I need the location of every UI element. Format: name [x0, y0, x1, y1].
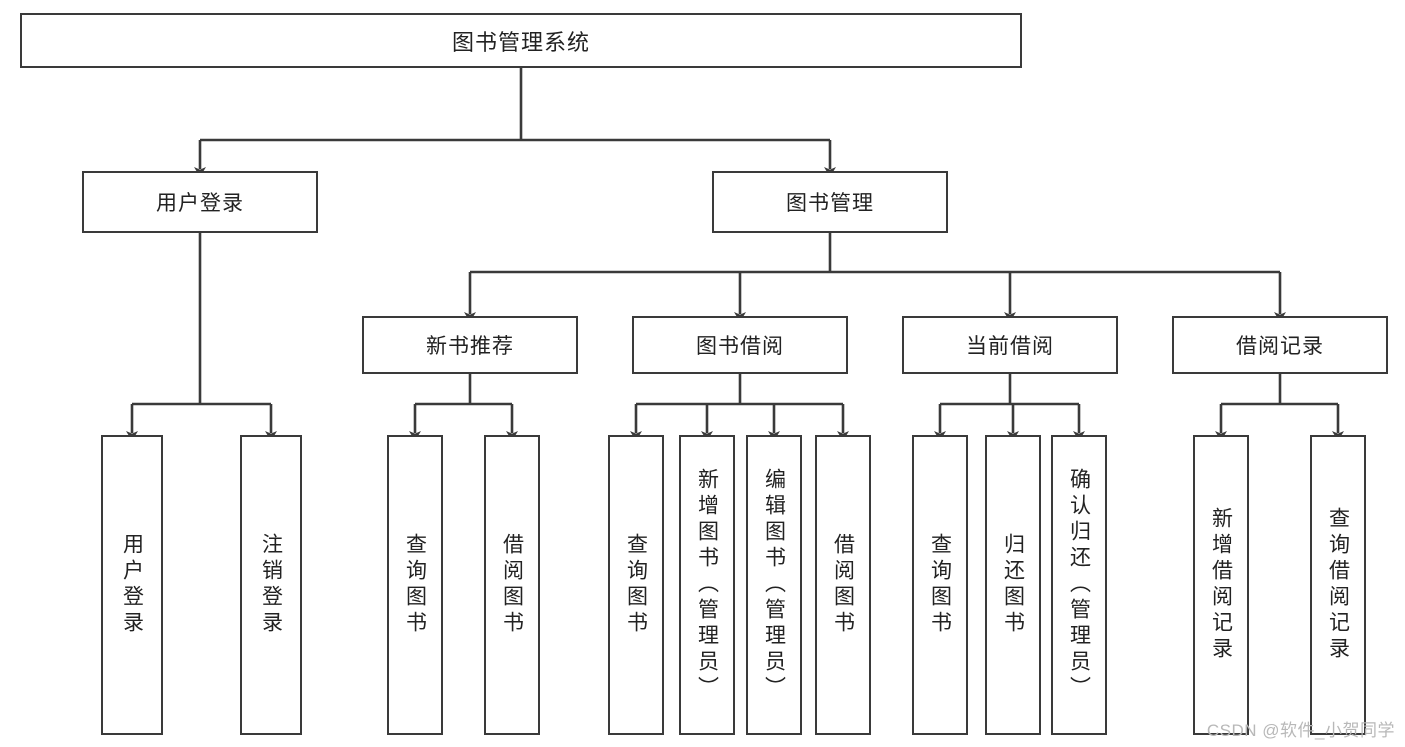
node-label: 查询借阅记录 [1326, 507, 1350, 663]
node-label: 查询图书 [928, 533, 952, 637]
node-label: 借阅图书 [831, 533, 855, 637]
leaf-confirm-return[interactable]: 确认归还（管理员） [1051, 435, 1107, 735]
leaf-return-book[interactable]: 归还图书 [985, 435, 1041, 735]
leaf-edit-book[interactable]: 编辑图书（管理员） [746, 435, 802, 735]
node-label: 借阅记录 [1236, 335, 1324, 358]
leaf-add-record[interactable]: 新增借阅记录 [1193, 435, 1249, 735]
node-label: 用户登录 [156, 192, 244, 215]
node-label: 借阅图书 [500, 533, 524, 637]
node-root[interactable]: 图书管理系统 [20, 13, 1022, 68]
node-label: 新书推荐 [426, 335, 514, 358]
leaf-query-book-cur[interactable]: 查询图书 [912, 435, 968, 735]
leaf-query-book-rec[interactable]: 查询图书 [387, 435, 443, 735]
leaf-query-book-borrow[interactable]: 查询图书 [608, 435, 664, 735]
node-label: 确认归还（管理员） [1067, 468, 1091, 702]
leaf-query-record[interactable]: 查询借阅记录 [1310, 435, 1366, 735]
node-book-borrow[interactable]: 图书借阅 [632, 316, 848, 374]
csdn-watermark: CSDN @软件_小贺同学 [1206, 721, 1395, 740]
leaf-borrow-book-rec[interactable]: 借阅图书 [484, 435, 540, 735]
node-label: 查询图书 [624, 533, 648, 637]
node-label: 编辑图书（管理员） [762, 468, 786, 702]
node-label: 图书管理系统 [451, 29, 590, 55]
node-user-login[interactable]: 用户登录 [82, 171, 318, 233]
node-label: 查询图书 [403, 533, 427, 637]
node-label: 注销登录 [259, 533, 283, 637]
node-new-book-rec[interactable]: 新书推荐 [362, 316, 578, 374]
node-label: 归还图书 [1001, 533, 1025, 637]
node-borrow-record[interactable]: 借阅记录 [1172, 316, 1388, 374]
node-label: 图书借阅 [696, 335, 784, 358]
node-label: 当前借阅 [966, 335, 1054, 358]
node-label: 新增图书（管理员） [695, 468, 719, 702]
leaf-borrow-book[interactable]: 借阅图书 [815, 435, 871, 735]
node-label: 新增借阅记录 [1209, 507, 1233, 663]
leaf-logout[interactable]: 注销登录 [240, 435, 302, 735]
node-label: 图书管理 [786, 192, 874, 215]
node-label: 用户登录 [120, 533, 144, 637]
node-book-manage[interactable]: 图书管理 [712, 171, 948, 233]
leaf-user-login[interactable]: 用户登录 [101, 435, 163, 735]
node-current-borrow[interactable]: 当前借阅 [902, 316, 1118, 374]
leaf-add-book[interactable]: 新增图书（管理员） [679, 435, 735, 735]
